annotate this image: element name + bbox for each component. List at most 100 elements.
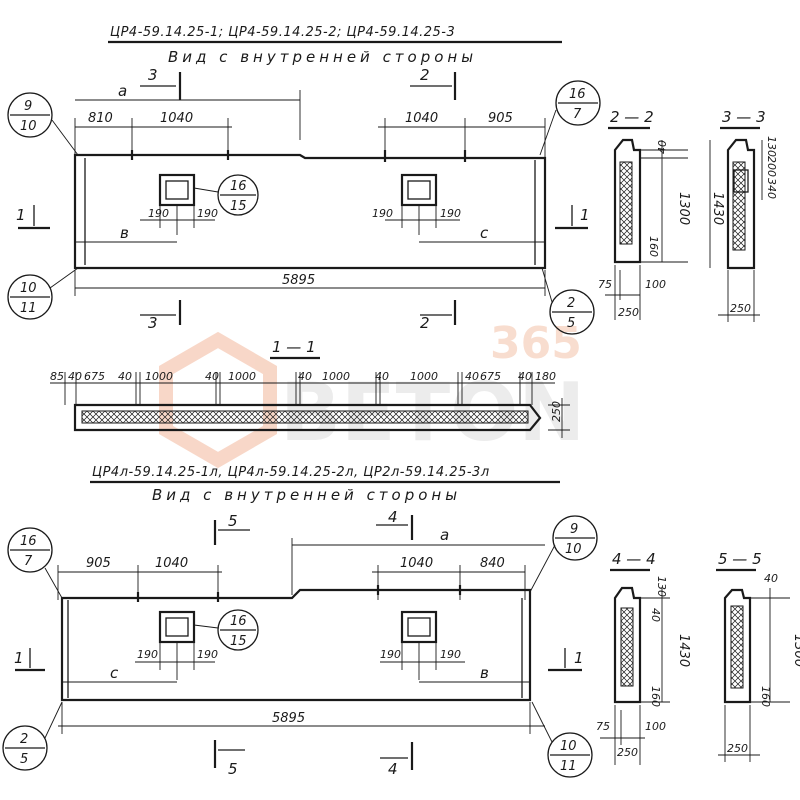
watermark-number: 365 [490, 318, 582, 369]
svg-text:40: 40 [764, 572, 778, 585]
dim-b-5895: 5895 [272, 711, 305, 726]
dim-a-190-2: 190 [197, 207, 218, 220]
svg-text:5: 5 [20, 752, 28, 767]
callout-a-2-5: 2 5 [541, 267, 595, 335]
dim-a-905: 905 [488, 111, 513, 126]
callout-b-2-5: 2 5 [2, 701, 63, 771]
section-marker-2-bottom: 2 [420, 314, 430, 332]
sheet-b-letter-c: с [110, 664, 119, 682]
svg-text:2: 2 [20, 732, 28, 747]
callout-a-16-15: 16 15 [193, 174, 259, 216]
section-1-1-thickness: 250 [550, 401, 563, 422]
dim-5-5-1300: 1300 [791, 634, 800, 667]
dim-b-190-2: 190 [197, 648, 218, 661]
dim-1-1-1000-b: 1000 [228, 370, 256, 383]
sheet-a-title: ЦР4-59.14.25-1; ЦР4-59.14.25-2; ЦР4-59.1… [110, 25, 455, 40]
svg-text:9: 9 [24, 99, 32, 114]
svg-text:11: 11 [20, 301, 37, 316]
svg-text:100: 100 [645, 278, 666, 291]
dim-b-190-4: 190 [440, 648, 461, 661]
sheet-a-letter-b: в [120, 224, 129, 242]
section-marker-1-right-b: 1 [574, 649, 584, 667]
watermark-hexagon-icon [159, 331, 277, 469]
svg-text:10: 10 [565, 542, 582, 557]
section-marker-3-bottom: 3 [148, 314, 158, 332]
dim-5-5-250: 250 [727, 742, 748, 755]
dim-b-190-3: 190 [380, 648, 401, 661]
dim-3-3-1430: 1430 [710, 192, 725, 225]
sheet-b-title: ЦР4л-59.14.25-1л, ЦР4л-59.14.25-2л, ЦР2л… [92, 465, 490, 480]
svg-text:340: 340 [765, 178, 778, 199]
sheet-b-subtitle: Вид с внутренней стороны [152, 486, 461, 504]
dim-a-5895: 5895 [282, 273, 315, 288]
svg-text:160: 160 [649, 686, 662, 707]
svg-text:40: 40 [518, 370, 532, 383]
svg-text:130: 130 [655, 576, 668, 597]
svg-text:40: 40 [649, 608, 662, 622]
svg-text:7: 7 [24, 554, 33, 569]
svg-text:16: 16 [569, 87, 586, 102]
section-marker-4-bottom: 4 [388, 760, 398, 778]
dim-a-190-1: 190 [148, 207, 169, 220]
svg-text:10: 10 [560, 739, 577, 754]
svg-text:16: 16 [230, 614, 247, 629]
section-3-3-title: 3 — 3 [722, 108, 766, 126]
section-4-4-title: 4 — 4 [612, 550, 656, 568]
sheet-b-letter-b: в [480, 664, 489, 682]
dim-3-3-250: 250 [730, 302, 751, 315]
callout-b-10-11: 10 11 [531, 701, 593, 778]
svg-text:200: 200 [765, 156, 778, 177]
callout-a-9-10: 9 10 [7, 92, 79, 156]
callout-b-16-7: 16 7 [7, 527, 63, 599]
dim-b-905: 905 [86, 556, 111, 571]
svg-text:85: 85 [50, 370, 64, 383]
svg-text:160: 160 [647, 236, 660, 257]
dim-a-190-4: 190 [440, 207, 461, 220]
section-1-1: 1 — 1 85 40 675 40 1000 40 1000 40 1000 … [50, 338, 570, 438]
callout-a-10-11: 10 11 [7, 267, 79, 320]
svg-text:40: 40 [375, 370, 389, 383]
section-1-1-title: 1 — 1 [272, 338, 316, 356]
section-marker-3-top: 3 [148, 66, 158, 84]
svg-text:130: 130 [765, 136, 778, 157]
svg-text:15: 15 [230, 199, 247, 214]
dim-a-810: 810 [88, 111, 113, 126]
dim-b-1040-left: 1040 [155, 556, 188, 571]
sheet-a-letter-c: с [480, 224, 489, 242]
svg-text:16: 16 [20, 534, 37, 549]
section-4-4: 4 — 4 130 40 1430 160 75 100 250 [596, 550, 691, 765]
sheet-a-elevation: а 810 1040 1040 905 3 2 [7, 66, 601, 335]
section-2-2-title: 2 — 2 [610, 108, 654, 126]
section-1-1-slab [73, 403, 542, 432]
callout-b-9-10: 9 10 [529, 515, 598, 593]
svg-text:7: 7 [573, 107, 582, 122]
section-marker-1-right: 1 [580, 206, 590, 224]
svg-text:75: 75 [596, 720, 610, 733]
svg-text:10: 10 [20, 281, 37, 296]
svg-text:40: 40 [656, 140, 669, 154]
sheet-a-subtitle: Вид с внутренней стороны [168, 48, 477, 66]
dim-a-190-3: 190 [372, 207, 393, 220]
svg-text:675: 675 [480, 370, 501, 383]
dim-1-1-1000-d: 1000 [410, 370, 438, 383]
svg-text:40: 40 [465, 370, 479, 383]
panel-b-outline [60, 588, 532, 702]
section-3-3: 3 — 3 130 200 340 1430 250 [709, 108, 778, 322]
dim-2-2-1300: 1300 [676, 192, 691, 225]
svg-text:675: 675 [84, 370, 105, 383]
dim-4-4-1430: 1430 [676, 634, 691, 667]
dim-1-1-1000-a: 1000 [145, 370, 173, 383]
sheet-b-header: ЦР4л-59.14.25-1л, ЦР4л-59.14.25-2л, ЦР2л… [90, 465, 560, 504]
dim-1-1-1000-c: 1000 [322, 370, 350, 383]
section-5-5: 5 — 5 40 1300 160 250 [716, 550, 800, 762]
section-marker-5-bottom: 5 [228, 760, 238, 778]
svg-text:5: 5 [567, 316, 575, 331]
sheet-a-header: ЦР4-59.14.25-1; ЦР4-59.14.25-2; ЦР4-59.1… [108, 25, 562, 66]
dim-b-840: 840 [480, 556, 505, 571]
callout-b-16-15: 16 15 [193, 609, 259, 651]
svg-text:100: 100 [645, 720, 666, 733]
sheet-b-elevation: 5 4 а 905 1040 1040 840 190 1 [2, 508, 598, 778]
svg-text:16: 16 [230, 179, 247, 194]
dim-b-190-1: 190 [137, 648, 158, 661]
